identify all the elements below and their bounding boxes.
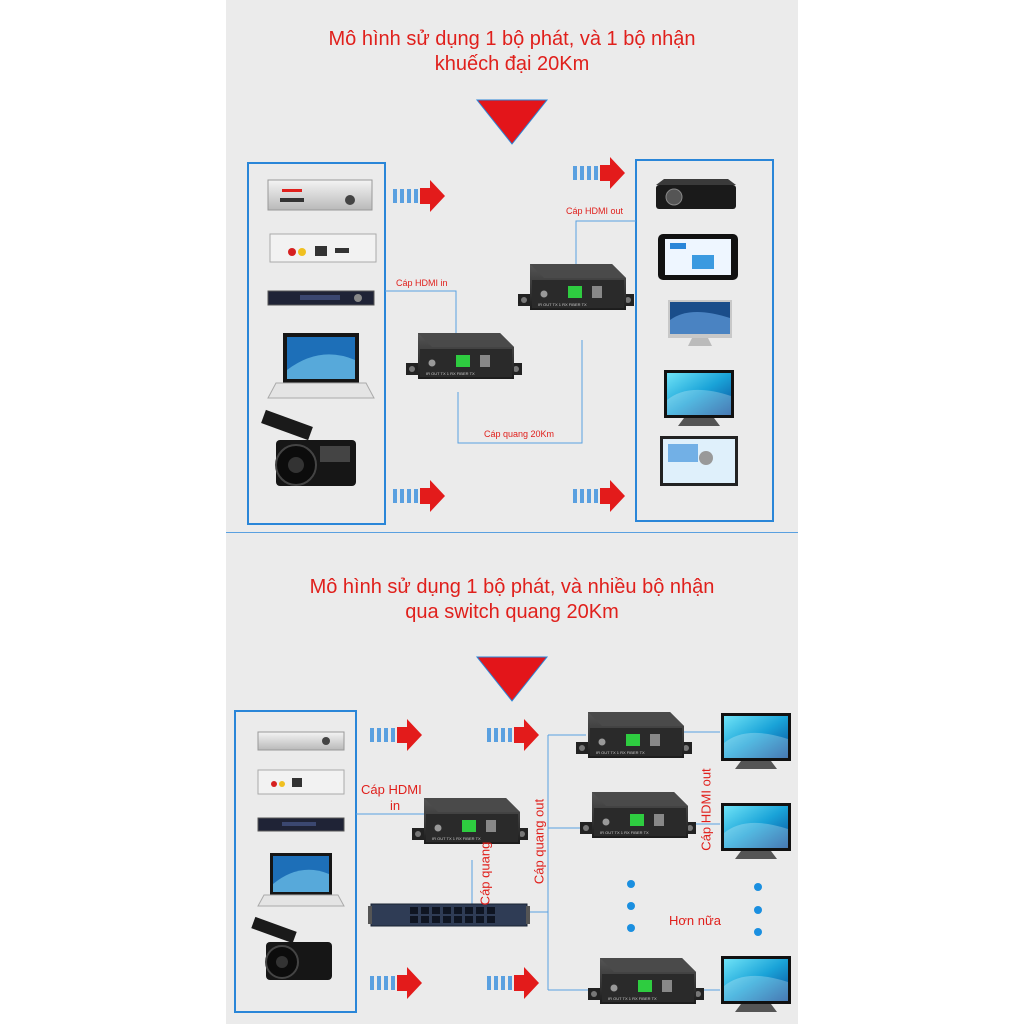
imac-icon	[668, 300, 732, 346]
flow-arrow-icon	[393, 480, 445, 512]
flow-arrow-icon	[573, 157, 625, 189]
down-arrow-icon	[475, 99, 549, 145]
dvr-recorder-icon	[257, 817, 345, 832]
flow-arrow-icon	[370, 719, 422, 751]
title-bottom-line2: qua switch quang 20Km	[405, 601, 619, 623]
tv-icon	[721, 713, 791, 769]
title-top-line1: Mô hình sử dụng 1 bộ phát, và 1 bộ nhận	[328, 28, 696, 50]
title-top-line2: khuếch đại 20Km	[434, 53, 590, 75]
flow-arrow-icon	[573, 480, 625, 512]
laptop-icon	[267, 333, 375, 399]
receiver-device	[518, 264, 634, 310]
tv-icon	[721, 956, 791, 1012]
title-bottom-line1: Mô hình sử dụng 1 bộ phát, và nhiều bộ n…	[309, 576, 715, 598]
title-bottom: Mô hình sử dụng 1 bộ phát, và nhiều bộ n…	[226, 575, 798, 625]
transmitter-device	[406, 333, 522, 379]
label-more: Hơn nữa	[669, 913, 721, 928]
camcorder-icon	[261, 409, 356, 486]
more-dots-icon	[627, 880, 762, 936]
label-hdmi-in-line1: Cáp HDMI	[361, 782, 422, 797]
tablet-icon	[658, 234, 738, 280]
camcorder-icon	[251, 916, 332, 980]
transmitter-device	[412, 798, 528, 844]
media-box-icon	[257, 769, 345, 795]
fiber-switch-device	[368, 903, 530, 927]
tv-icon	[721, 803, 791, 859]
label-fiber: Cáp quang 20Km	[484, 429, 555, 439]
flow-arrow-icon	[393, 180, 445, 212]
smart-tv-icon	[660, 436, 738, 486]
receiver-device	[588, 958, 704, 1004]
display-frame	[635, 159, 774, 522]
label-fiber: Cáp quang	[477, 841, 493, 906]
label-hdmi-out: Cáp HDMI out	[566, 206, 624, 216]
label-hdmi-in-line2: in	[390, 798, 401, 813]
flow-arrow-icon	[370, 967, 422, 999]
dvd-player-icon	[257, 731, 345, 751]
dvr-recorder-icon	[267, 290, 375, 306]
dvd-player-icon	[267, 179, 373, 211]
flow-arrow-icon	[487, 719, 539, 751]
laptop-icon	[257, 853, 345, 907]
title-top: Mô hình sử dụng 1 bộ phát, và 1 bộ nhận …	[226, 27, 798, 77]
media-box-icon	[269, 233, 377, 263]
label-fiber-out: Cáp quang out	[531, 798, 547, 885]
down-arrow-icon	[475, 656, 549, 702]
monitor-icon	[664, 370, 734, 426]
receiver-device	[576, 712, 692, 758]
label-hdmi-in: Cáp HDMI in	[396, 278, 448, 288]
receiver-device	[580, 792, 696, 838]
label-hdmi-out: Cáp HDMI out	[698, 768, 714, 851]
section-divider	[226, 532, 798, 533]
flow-arrow-icon	[487, 967, 539, 999]
source-frame	[247, 162, 386, 525]
projector-icon	[656, 179, 736, 209]
source-frame	[234, 710, 357, 1013]
